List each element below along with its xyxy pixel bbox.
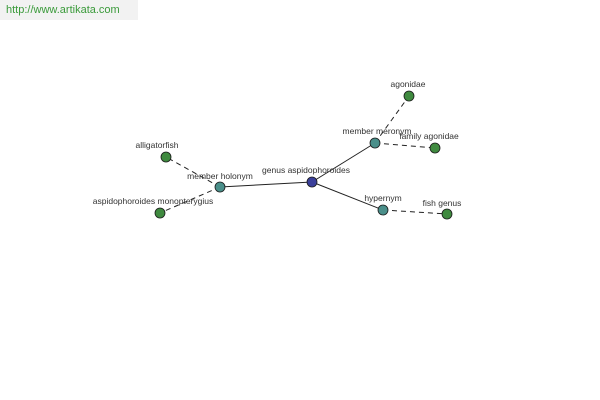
- label-root[interactable]: genus aspidophoroides: [262, 165, 350, 175]
- label-agonidae[interactable]: agonidae: [391, 79, 426, 89]
- node-hypernym[interactable]: [377, 204, 389, 216]
- node-alligatorfish[interactable]: [160, 151, 172, 163]
- edge-root-to-member-holonym: [219, 181, 313, 188]
- edges-layer: [159, 95, 448, 215]
- edge-member-holonym-to-alligatorfish: [165, 156, 221, 188]
- labels-layer: genus aspidophoroides member holonym membe…: [93, 79, 462, 208]
- label-hypernym[interactable]: hypernym: [364, 193, 401, 203]
- node-agonidae[interactable]: [403, 90, 415, 102]
- node-family-agonidae[interactable]: [429, 142, 441, 154]
- nodes-layer: [154, 90, 453, 220]
- edge-member-meronym-to-agonidae: [374, 95, 410, 144]
- edge-hypernym-to-fish-genus: [382, 209, 448, 215]
- node-root[interactable]: [306, 176, 318, 188]
- node-fish-genus[interactable]: [441, 208, 453, 220]
- label-aspidophoroides-monopterygius[interactable]: aspidophoroides monopterygius: [93, 196, 214, 206]
- node-member-holonym[interactable]: [214, 181, 226, 193]
- edge-member-holonym-to-aspidophoroides-monopterygius: [159, 186, 221, 214]
- label-member-holonym[interactable]: member holonym: [187, 171, 253, 181]
- edge-member-meronym-to-family-agonidae: [374, 142, 436, 149]
- label-family-agonidae[interactable]: family agonidae: [399, 131, 459, 141]
- label-member-meronym[interactable]: member meronym: [343, 126, 412, 136]
- label-fish-genus[interactable]: fish genus: [423, 198, 462, 208]
- edge-root-to-hypernym: [311, 181, 384, 211]
- edge-root-to-member-meronym: [311, 142, 376, 183]
- node-member-meronym[interactable]: [369, 137, 381, 149]
- node-aspidophoroides-monopterygius[interactable]: [154, 207, 166, 219]
- site-url-banner[interactable]: http://www.artikata.com: [0, 0, 138, 20]
- label-alligatorfish[interactable]: alligatorfish: [136, 140, 179, 150]
